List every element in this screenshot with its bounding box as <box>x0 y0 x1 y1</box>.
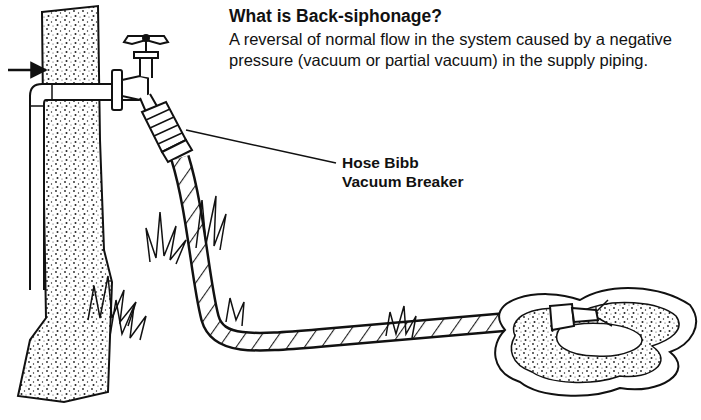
pipe-joint <box>51 84 53 100</box>
supply-pipe <box>30 84 138 290</box>
puddle-water <box>511 302 679 382</box>
leader-line <box>186 130 336 163</box>
puddle <box>495 288 696 396</box>
diagram-title: What is Back-siphonage? <box>229 6 442 27</box>
flow-arrow <box>8 69 46 72</box>
hose-bibb-faucet <box>112 35 168 112</box>
callout-label: Hose Bibb Vacuum Breaker <box>342 154 468 191</box>
description-text: A reversal of normal flow in the system … <box>229 29 695 70</box>
hose-nozzle <box>550 300 612 330</box>
grass-tuft <box>88 196 416 340</box>
pipe-joint <box>30 105 44 107</box>
vacuum-breaker <box>142 102 192 162</box>
